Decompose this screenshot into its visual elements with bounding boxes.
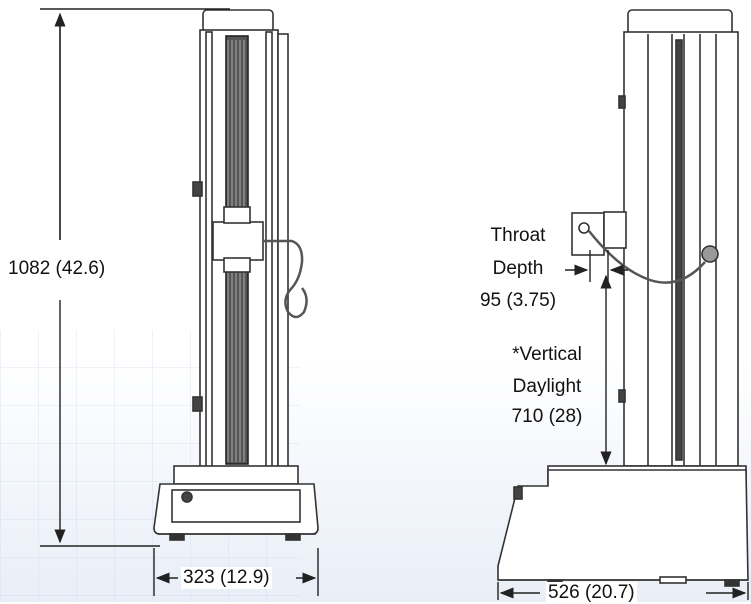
side-cable (588, 230, 706, 284)
daylight-label-line3: 710 (28) (511, 406, 583, 427)
throat-label-line2: Depth (492, 258, 544, 279)
throat-label-line1: Throat (490, 225, 546, 246)
front-knob-lower (192, 396, 203, 412)
throat-label-line3: 95 (3.75) (479, 290, 557, 311)
side-view (497, 9, 749, 587)
front-crosshead (212, 221, 264, 261)
daylight-label-line1: *Vertical (512, 344, 582, 365)
front-knob-upper (192, 181, 203, 197)
overall-height-label: 1082 (42.6) (6, 258, 108, 280)
front-top-cap (202, 9, 274, 33)
front-leadscrew-upper (225, 35, 249, 217)
front-side-rail (277, 33, 289, 471)
front-view (153, 9, 319, 541)
front-control-panel (171, 489, 301, 523)
dimension-lines (40, 8, 749, 600)
front-base-top (173, 465, 299, 485)
side-base (497, 469, 749, 581)
side-depth-label: 526 (20.7) (546, 582, 637, 604)
front-width-label: 323 (12.9) (181, 567, 272, 589)
front-leadscrew-lower (225, 267, 249, 465)
side-loadcell (571, 212, 605, 256)
daylight-label-line2: Daylight (512, 376, 582, 397)
front-cable (263, 239, 308, 319)
